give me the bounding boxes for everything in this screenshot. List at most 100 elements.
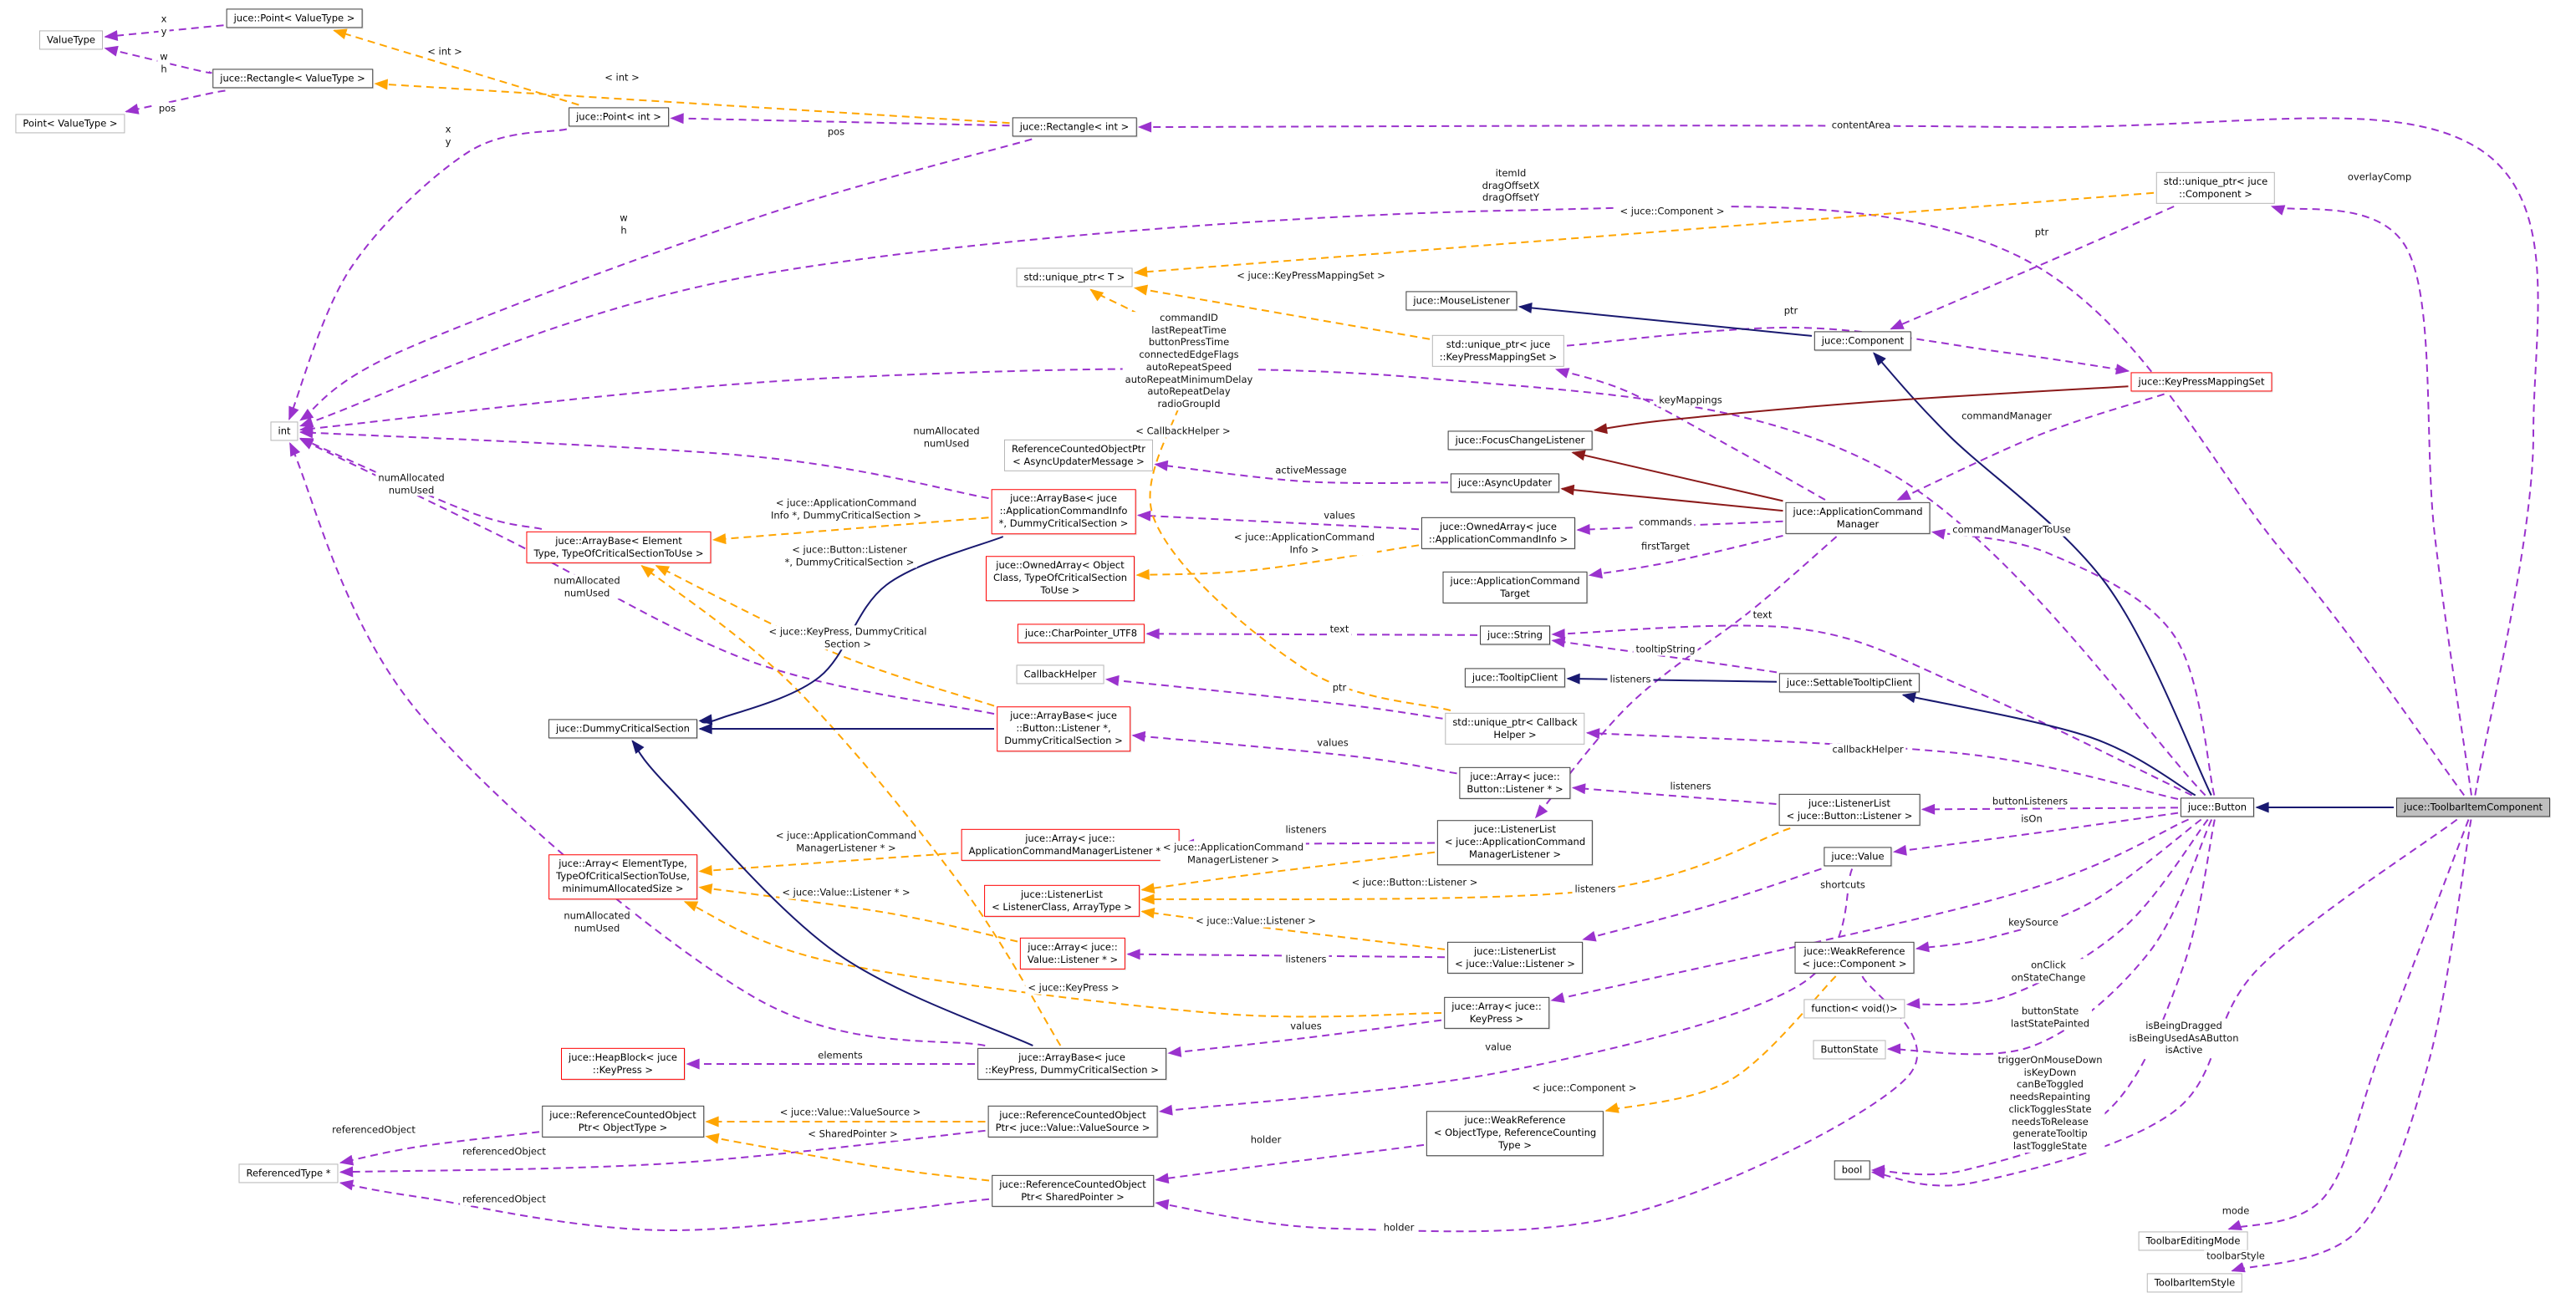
class-node-label: ::ApplicationCommandInfo	[999, 505, 1128, 517]
class-node-focuschangelistener[interactable]: juce::FocusChangeListener	[1447, 430, 1593, 450]
class-node-charpointer-utf8[interactable]: juce::CharPointer_UTF8	[1017, 624, 1145, 644]
class-node-ll-valuelistener[interactable]: juce::ListenerList< juce::Value::Listene…	[1447, 941, 1583, 975]
class-node-arraybase-buttonlistener[interactable]: juce::ArrayBase< juce::Button::Listener …	[997, 706, 1130, 751]
class-node-referencedtype[interactable]: ReferencedType *	[238, 1163, 339, 1183]
class-node-ll-buttonlistener[interactable]: juce::ListenerList< juce::Button::Listen…	[1778, 793, 1921, 827]
class-node-uptr-component[interactable]: std::unique_ptr< juce::Component >	[2155, 171, 2276, 205]
edge-label: ptr	[1781, 304, 1801, 318]
edge-member-ll-buttonlistener-to-array-buttonlistener	[1571, 783, 1777, 805]
edge-inherit-protected-acm-to-asyncupdater	[1560, 484, 1783, 512]
class-node-arraybase-aci[interactable]: juce::ArrayBase< juce::ApplicationComman…	[991, 489, 1136, 534]
class-node-point-int[interactable]: juce::Point< int >	[569, 107, 669, 127]
edge-member-rcop-objecttype-to-referencedtype	[339, 1131, 540, 1166]
edge-member-ownedarray-aci-to-arraybase-aci	[1136, 510, 1420, 531]
class-node-label: ApplicationCommandManagerListener * >	[968, 845, 1172, 857]
edge-template-ll-valuelistener-to-ll-generic	[1140, 908, 1446, 950]
edge-label: commands	[1636, 516, 1695, 529]
class-node-wr-objecttype[interactable]: juce::WeakReference< ObjectType, Referen…	[1426, 1111, 1604, 1156]
edge-label: < int >	[425, 45, 465, 59]
class-node-array-keypress[interactable]: juce::Array< juce::KeyPress >	[1444, 996, 1549, 1030]
class-node-label: juce::Value	[1831, 850, 1885, 863]
class-node-label: ButtonState	[1820, 1043, 1879, 1056]
class-node-callbackhelper[interactable]: CallbackHelper	[1016, 664, 1104, 685]
class-node-label: juce::Point< ValueType >	[233, 12, 355, 24]
class-node-mouselistener[interactable]: juce::MouseListener	[1405, 291, 1518, 311]
edge-label: triggerOnMouseDown isKeyDown canBeToggle…	[1995, 1054, 2105, 1153]
class-node-uptr-kpms[interactable]: std::unique_ptr< juce::KeyPressMappingSe…	[1431, 334, 1565, 368]
class-node-label: TypeOfCriticalSectionToUse,	[556, 870, 690, 883]
class-node-label: ToolbarEditingMode	[2145, 1234, 2241, 1247]
class-node-label: Button::Listener * >	[1467, 783, 1563, 795]
class-node-ll-acml[interactable]: juce::ListenerList< juce::ApplicationCom…	[1436, 820, 1594, 865]
class-node-value[interactable]: juce::Value	[1824, 847, 1892, 867]
class-node-rcop-aum[interactable]: ReferenceCountedObjectPtr< AsyncUpdaterM…	[1003, 439, 1154, 472]
edge-label: keyMappings	[1656, 394, 1725, 407]
edge-label: ptr	[1329, 681, 1349, 695]
edge-member-arraybase-buttonlistener-to-int	[299, 438, 995, 715]
class-node-label: ToUse >	[1040, 584, 1080, 597]
class-node-kpms[interactable]: juce::KeyPressMappingSet	[2130, 372, 2272, 392]
edge-template-array-valuelistener-to-array-generic	[698, 883, 1018, 943]
class-node-array-acml[interactable]: juce::Array< juce::ApplicationCommandMan…	[961, 828, 1180, 862]
edge-member-button-to-uptr-callbackhelper	[1585, 728, 2179, 801]
class-node-arraybase-keypress[interactable]: juce::ArrayBase< juce::KeyPress, DummyCr…	[977, 1047, 1166, 1081]
class-node-label: *, DummyCriticalSection >	[998, 517, 1129, 530]
class-node-point-valuetype[interactable]: juce::Point< ValueType >	[226, 8, 363, 28]
edge-label: listeners	[1572, 883, 1619, 896]
class-node-rect-valuetype[interactable]: juce::Rectangle< ValueType >	[212, 69, 373, 89]
class-node-label: KeyPress >	[1469, 1013, 1524, 1025]
class-node-array-generic[interactable]: juce::Array< ElementType,TypeOfCriticalS…	[548, 854, 697, 899]
class-node-label: ReferencedType *	[246, 1167, 331, 1179]
class-node-component[interactable]: juce::Component	[1813, 331, 1912, 351]
class-node-label: juce::WeakReference	[1803, 944, 1905, 957]
edge-member-toolbaritemcomponent-to-int	[298, 206, 2466, 797]
class-node-point-valuetype-plain[interactable]: Point< ValueType >	[15, 114, 125, 134]
edge-label: value	[1482, 1041, 1514, 1054]
class-node-valuetype[interactable]: ValueType	[39, 30, 103, 50]
edge-member-toolbaritemcomponent-to-toolbaritemstyle	[2231, 819, 2472, 1273]
class-node-label: function< void()>	[1811, 1002, 1898, 1015]
class-node-label: Type, TypeOfCriticalSectionToUse >	[533, 547, 704, 559]
class-node-dummycriticalsection[interactable]: juce::DummyCriticalSection	[548, 719, 697, 739]
class-node-function-void[interactable]: function< void()>	[1803, 999, 1905, 1019]
class-node-button[interactable]: juce::Button	[2180, 797, 2255, 817]
class-node-toolbaritemcomponent[interactable]: juce::ToolbarItemComponent	[2396, 797, 2550, 817]
edge-member-rect-int-to-int	[299, 138, 1033, 421]
class-node-tooltipclient[interactable]: juce::TooltipClient	[1464, 668, 1566, 688]
edge-label: < juce::Value::ValueSource >	[777, 1106, 924, 1119]
class-node-asyncupdater[interactable]: juce::AsyncUpdater	[1450, 473, 1560, 493]
class-node-rect-int[interactable]: juce::Rectangle< int >	[1012, 117, 1137, 137]
class-node-buttonstate[interactable]: ButtonState	[1813, 1040, 1886, 1060]
edge-member-toolbaritemcomponent-to-rect-int	[1137, 117, 2539, 796]
class-node-wr-component[interactable]: juce::WeakReference< juce::Component >	[1794, 941, 1915, 975]
class-node-array-valuelistener[interactable]: juce::Array< juce::Value::Listener * >	[1019, 937, 1126, 970]
edge-inherit-public-arraybase-keypress-to-dummycriticalsection	[631, 740, 1033, 1046]
class-node-uptr-t[interactable]: std::unique_ptr< T >	[1016, 267, 1133, 288]
class-node-toolbaritemstyle[interactable]: ToolbarItemStyle	[2146, 1273, 2243, 1293]
class-node-ownedarray-aci[interactable]: juce::OwnedArray< juce::ApplicationComma…	[1421, 517, 1576, 550]
class-node-heapblock-keypress[interactable]: juce::HeapBlock< juce::KeyPress >	[561, 1047, 685, 1081]
edge-inherit-public-settabletooltipclient-to-tooltipclient	[1566, 673, 1778, 685]
class-node-ll-generic[interactable]: juce::ListenerList< ListenerClass, Array…	[984, 884, 1140, 918]
class-node-label: Helper >	[1493, 729, 1537, 741]
class-node-int[interactable]: int	[270, 421, 298, 441]
class-node-label: Ptr< juce::Value::ValueSource >	[995, 1122, 1150, 1133]
class-node-label: Manager	[1836, 518, 1880, 530]
class-node-array-buttonlistener[interactable]: juce::Array< juce::Button::Listener * >	[1459, 766, 1571, 800]
class-node-label: int	[278, 425, 291, 437]
edge-label: firstTarget	[1638, 540, 1693, 553]
class-node-toolbareditingmode[interactable]: ToolbarEditingMode	[2138, 1231, 2248, 1251]
class-node-string[interactable]: juce::String	[1480, 625, 1550, 645]
class-node-bool[interactable]: bool	[1834, 1160, 1870, 1180]
class-node-label: < ObjectType, ReferenceCounting	[1433, 1127, 1597, 1139]
class-node-label: < ListenerClass, ArrayType >	[992, 901, 1132, 913]
class-node-settabletooltipclient[interactable]: juce::SettableTooltipClient	[1778, 673, 1921, 693]
